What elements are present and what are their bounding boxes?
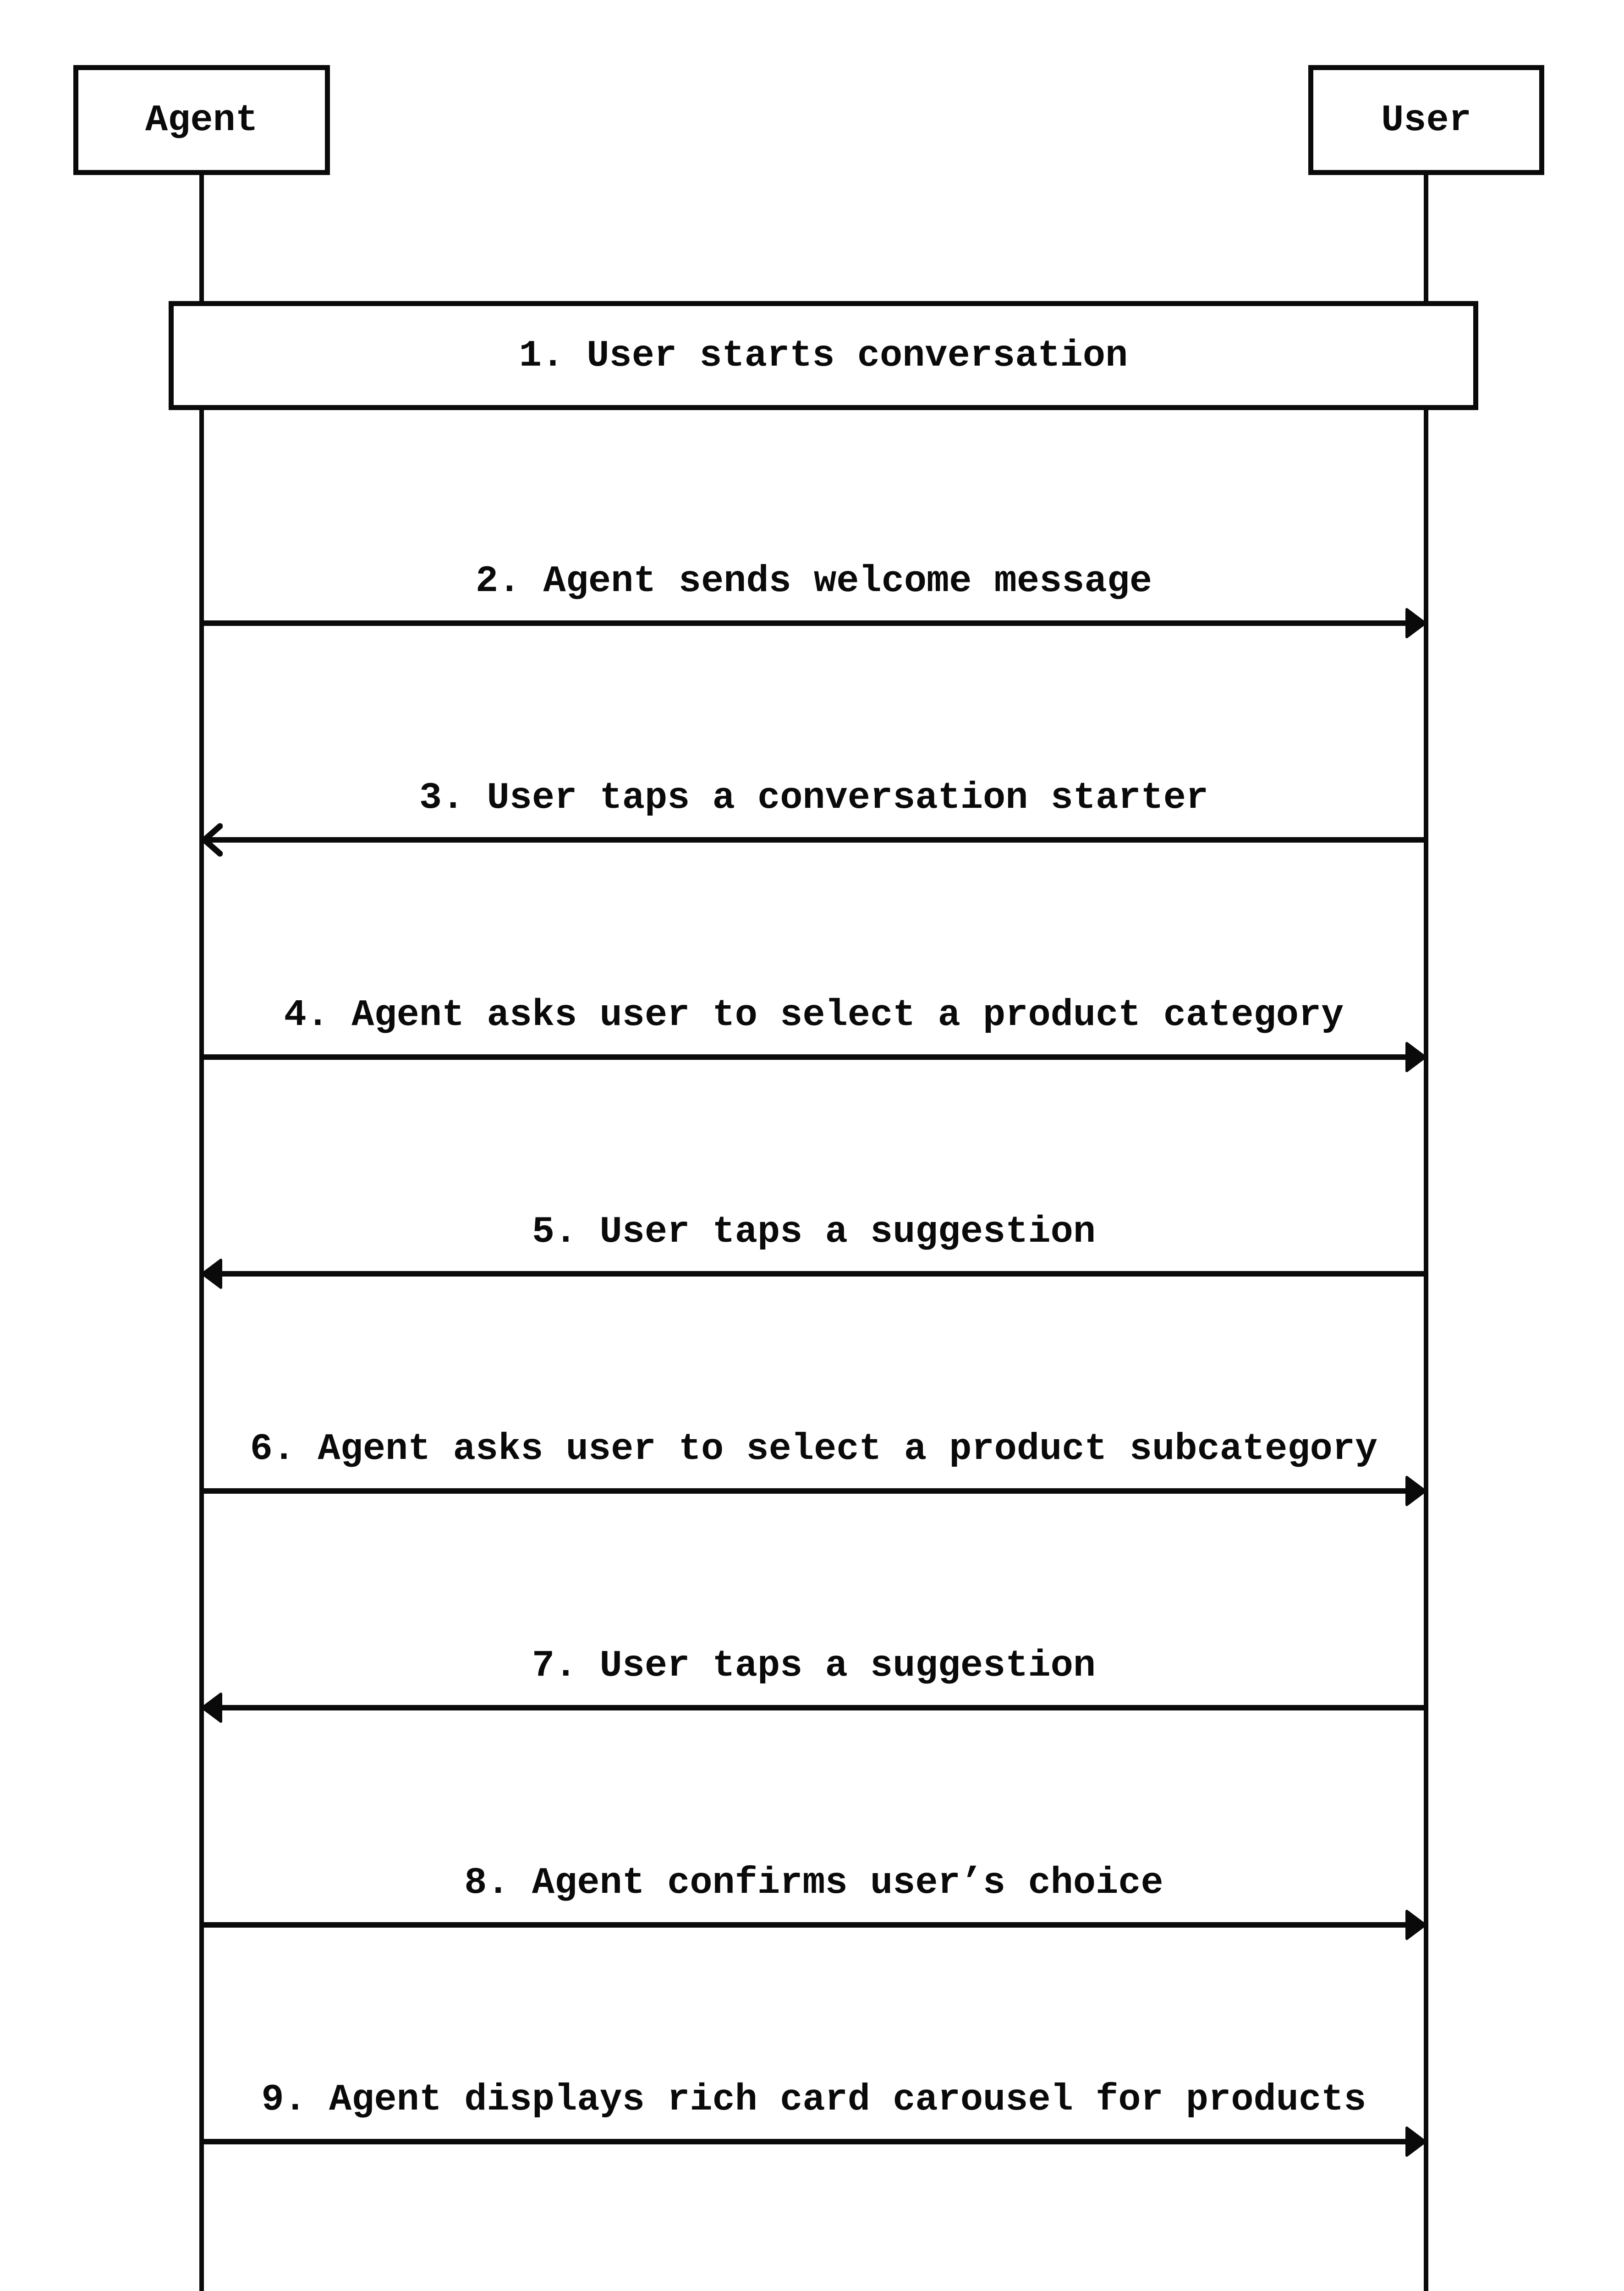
message-label: 5. User taps a suggestion (532, 1210, 1096, 1253)
message: 3. User taps a conversation starter (201, 777, 1426, 857)
message-arrow-line (202, 1271, 1426, 1277)
message-label: 6. Agent asks user to select a product s… (250, 1427, 1378, 1470)
arrowhead-right-icon (1405, 1474, 1427, 1508)
message-label: 2. Agent sends welcome message (475, 559, 1152, 603)
message: 8. Agent confirms user’s choice (202, 1862, 1426, 1940)
message: 5. User taps a suggestion (201, 1211, 1426, 1289)
note-label: 1. User starts conversation (519, 334, 1128, 377)
message-label: 9. Agent displays rich card carousel for… (261, 2078, 1366, 2121)
message-arrow-line (202, 1488, 1426, 1494)
lifeline-agent (199, 174, 204, 2291)
message-arrow-line (202, 1922, 1426, 1928)
message: 7. User taps a suggestion (201, 1644, 1426, 1723)
arrowhead-left-icon (201, 1256, 223, 1291)
actor-label-user: User (1381, 99, 1471, 142)
message-label: 4. Agent asks user to select a product c… (284, 993, 1344, 1036)
arrowhead-right-icon (1405, 1040, 1427, 1074)
message: 9. Agent displays rich card carousel for… (202, 2078, 1426, 2157)
actor-box-agent-top: Agent (73, 65, 330, 175)
actor-label-agent: Agent (145, 99, 258, 142)
message-arrow-line (202, 1705, 1426, 1710)
message: 6. Agent asks user to select a product s… (202, 1428, 1426, 1506)
message: 4. Agent asks user to select a product c… (202, 994, 1426, 1072)
arrowhead-right-icon (1405, 1907, 1427, 1942)
arrowhead-right-icon (1405, 606, 1427, 641)
message-arrow-line (202, 1054, 1426, 1060)
message-arrow-line (202, 837, 1426, 843)
lifeline-user (1424, 174, 1428, 2291)
arrowhead-left-icon (201, 822, 223, 857)
message-label: 8. Agent confirms user’s choice (464, 1861, 1163, 1904)
message: 2. Agent sends welcome message (202, 560, 1426, 638)
message-label: 3. User taps a conversation starter (419, 776, 1209, 819)
arrowhead-right-icon (1405, 2124, 1427, 2159)
actor-box-user-top: User (1308, 65, 1544, 175)
arrowhead-left-icon (201, 1690, 223, 1725)
message-label: 7. User taps a suggestion (532, 1644, 1096, 1687)
note-banner: 1. User starts conversation (169, 301, 1478, 410)
message-arrow-line (202, 2139, 1426, 2144)
message-arrow-line (202, 620, 1426, 626)
